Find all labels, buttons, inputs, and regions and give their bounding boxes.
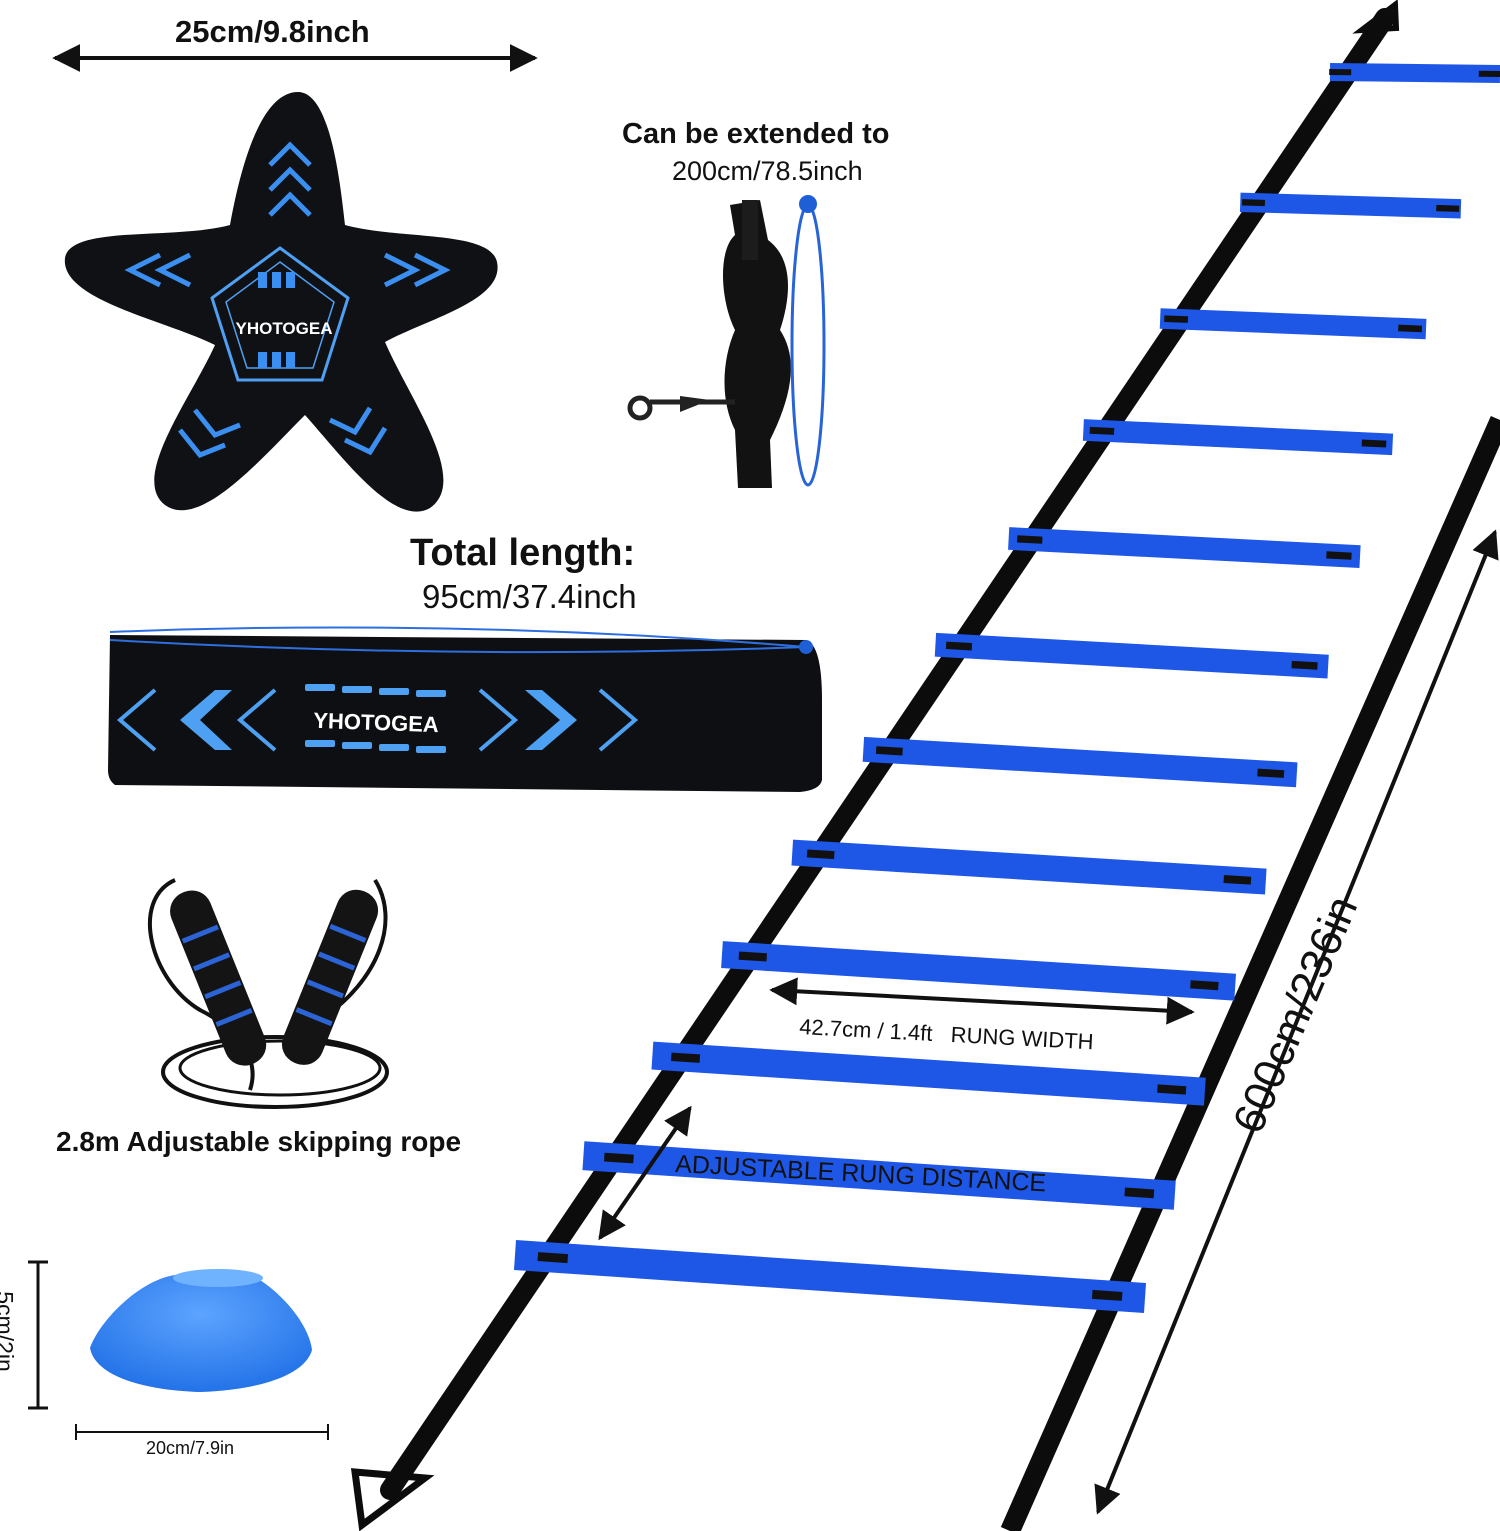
rung-buckle-slot (670, 1052, 701, 1063)
ladder-rung (1239, 192, 1462, 219)
ladder-rung (513, 1240, 1147, 1313)
storage-bag: YHOTOGEA (108, 626, 822, 792)
rung-buckle-slot (537, 1252, 569, 1264)
ladder-rung (1082, 419, 1394, 456)
disc-width-label: 25cm/9.8inch (175, 14, 370, 49)
rung-buckle-slot (1436, 204, 1460, 212)
rung-buckle-slot (1257, 768, 1285, 778)
strap-length-label: 200cm/78.5inch (672, 156, 863, 186)
rung-buckle-slot (1329, 68, 1352, 76)
rung-buckle-slot (875, 746, 903, 756)
bag-brand: YHOTOGEA (313, 708, 439, 737)
rung-buckle-slot (1398, 324, 1423, 333)
training-cone (90, 1269, 312, 1392)
cone-width-label: 20cm/7.9in (146, 1438, 235, 1458)
rung-buckle-slot (1291, 660, 1318, 670)
ladder-rung (934, 632, 1329, 679)
star-disc: YHOTOGEA (64, 92, 498, 512)
ladder-rung (582, 1141, 1176, 1210)
ladder-length-arrow (1094, 529, 1499, 1515)
rung-buckle-slot (1223, 875, 1252, 885)
ladder-top-loop (1352, 0, 1400, 34)
rung-buckle-slot (1016, 535, 1043, 544)
ladder-rung (1008, 527, 1361, 568)
ladder-bottom-loop (350, 1468, 435, 1531)
cone-height-label: 5cm/2in (0, 1291, 18, 1372)
rung-buckle-slot (1478, 70, 1500, 78)
rope-label: 2.8m Adjustable skipping rope (56, 1126, 462, 1157)
rung-buckle-slot (806, 849, 835, 860)
rung-buckle-slot (1164, 315, 1189, 323)
ladder-rung (651, 1041, 1206, 1106)
bag-heading: Total length: (410, 532, 636, 574)
disc-brand: YHOTOGEA (236, 319, 333, 338)
rung-buckle-slot (1241, 199, 1266, 207)
rung-buckle-slot (945, 641, 973, 651)
skipping-rope (148, 878, 389, 1109)
bag-length-label: 95cm/37.4inch (422, 578, 637, 615)
rung-buckle-slot (1361, 439, 1387, 448)
extension-strap (627, 195, 826, 488)
ladder-rung (862, 736, 1298, 788)
rung-buckle-slot (1326, 551, 1352, 560)
rung-distance-arrow (598, 1105, 692, 1241)
ladder-rung (1159, 308, 1427, 340)
ladder-rung (791, 839, 1267, 895)
rung-buckle-slot (738, 951, 767, 962)
agility-ladder (350, 0, 1500, 1531)
ladder-rung (1329, 63, 1500, 83)
strap-heading: Can be extended to (622, 118, 890, 150)
rung-buckle-slot (1089, 426, 1115, 435)
